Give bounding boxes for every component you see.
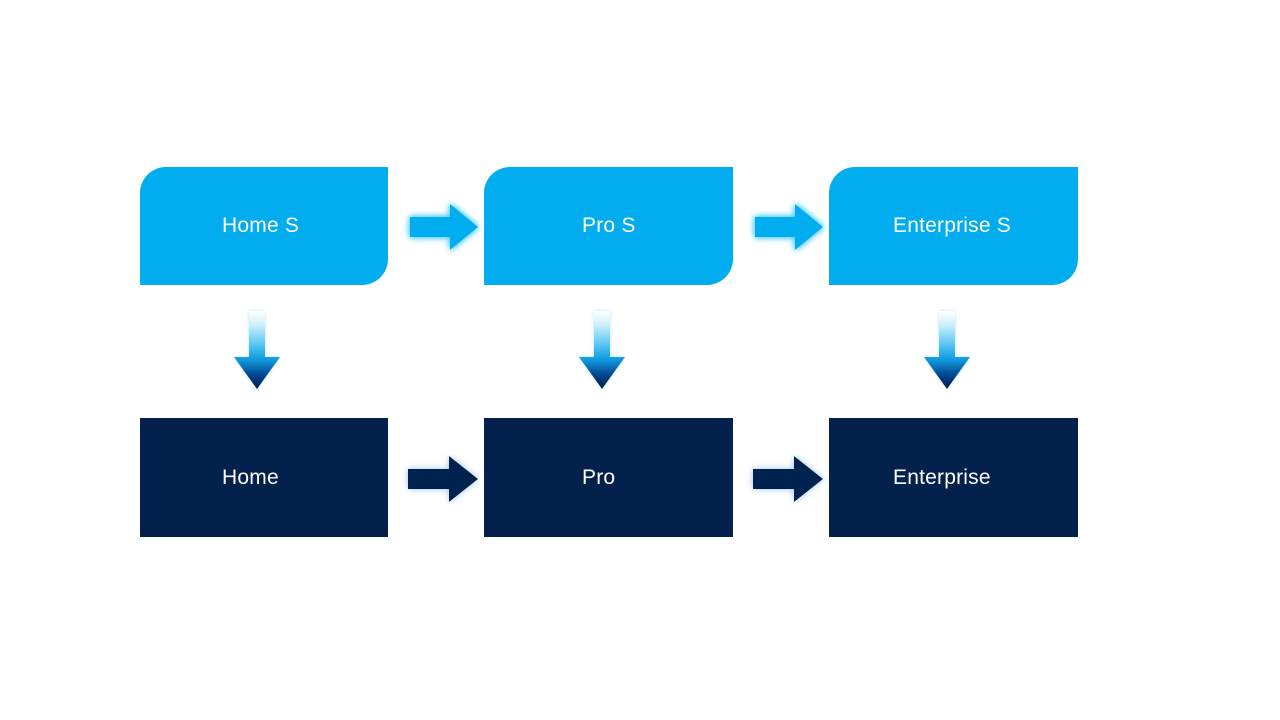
node-label: Enterprise (893, 465, 991, 489)
node-pro[interactable]: Pro (484, 418, 733, 537)
right-arrow-icon (753, 200, 825, 254)
down-arrow-icon (231, 311, 283, 391)
node-pro-s[interactable]: Pro S (484, 167, 733, 285)
node-home[interactable]: Home (140, 418, 388, 537)
right-arrow-icon (750, 451, 826, 507)
node-label: Pro (582, 465, 616, 489)
node-enterprise[interactable]: Enterprise (829, 418, 1078, 537)
down-arrow-icon (921, 311, 973, 391)
node-enterprise-s[interactable]: Enterprise S (829, 167, 1078, 285)
right-arrow-icon (405, 451, 481, 507)
node-label: Enterprise S (893, 214, 1011, 238)
node-home-s[interactable]: Home S (140, 167, 388, 285)
down-arrow-icon (576, 311, 628, 391)
right-arrow-icon (408, 200, 480, 254)
node-label: Pro S (582, 214, 636, 238)
node-label: Home (222, 465, 279, 489)
node-label: Home S (222, 214, 300, 238)
